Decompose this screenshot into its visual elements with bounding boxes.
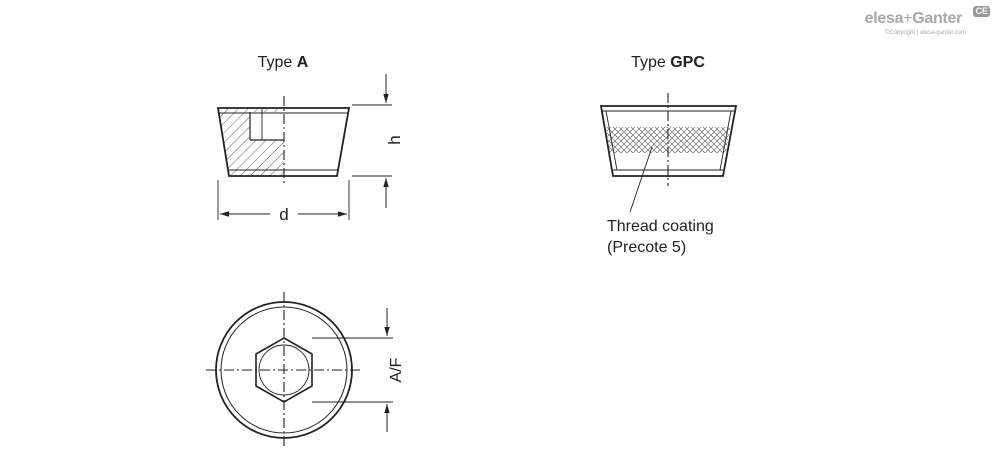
precote-label: (Precote 5) xyxy=(607,239,686,256)
d-dimension xyxy=(217,180,350,220)
logo-copyright: ©Copyright | elesa-ganter.com xyxy=(884,30,966,36)
logo-brand-a: elesa xyxy=(864,10,904,27)
ce-mark-icon: CE xyxy=(973,6,990,17)
type-a-top-view xyxy=(206,292,362,448)
type-gpc-prefix: Type xyxy=(631,54,670,71)
type-gpc-side-view xyxy=(599,93,738,213)
logo-plus: + xyxy=(903,10,913,27)
type-gpc-letter: GPC xyxy=(670,54,705,71)
h-dimension xyxy=(352,74,392,208)
type-a-side-view xyxy=(216,96,351,186)
type-a-prefix: Type xyxy=(258,54,297,71)
af-label: A/F xyxy=(388,357,405,382)
type-a-label: Type A xyxy=(258,54,309,71)
d-label: d xyxy=(279,205,288,224)
logo-brand-b: Ganter xyxy=(912,10,962,27)
thread-coating-label: Thread coating xyxy=(607,218,714,235)
type-gpc-label: Type GPC xyxy=(631,54,705,71)
elesa-ganter-logo: elesa+Ganter ©Copyright | elesa-ganter.c… xyxy=(832,6,992,36)
h-label: h xyxy=(385,135,404,144)
type-a-letter: A xyxy=(297,54,309,71)
logo-brand: elesa+Ganter xyxy=(864,10,963,28)
af-dimension xyxy=(312,308,393,432)
